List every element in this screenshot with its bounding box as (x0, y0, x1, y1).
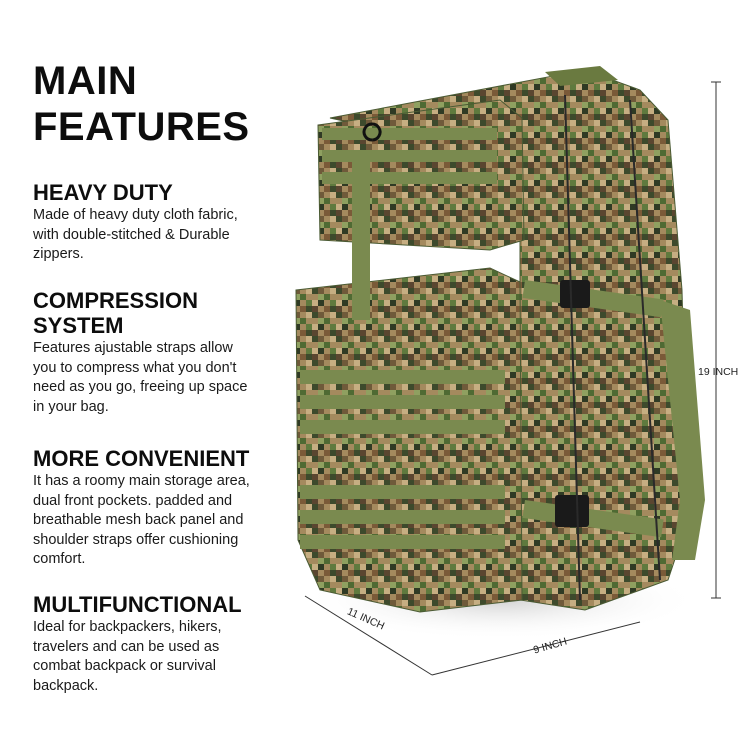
height-dimension-label: 19 INCH (698, 366, 739, 378)
feature-line: Features ajustable straps allow (33, 340, 233, 356)
feature-line: breathable mesh back panel and (33, 512, 244, 528)
zipper-line (564, 94, 581, 601)
feature-line: backpack. (33, 677, 99, 694)
front-molle-strap (300, 510, 505, 524)
feature-heavy-duty: HEAVY DUTY Made of heavy duty cloth fabr… (33, 180, 333, 265)
feature-line: in your bag. (33, 398, 109, 415)
feature-heading: HEAVY DUTY (33, 180, 173, 205)
feature-heading: MULTIFUNCTIONAL (33, 592, 242, 617)
feature-line: combat backpack or survival (33, 658, 216, 674)
front-molle-strap (300, 420, 505, 434)
d-ring-icon (362, 122, 382, 142)
feature-line: need as you go, freeing up space (33, 379, 248, 395)
feature-multifunctional: MULTIFUNCTIONAL Ideal for backpackers, h… (33, 592, 333, 696)
title-line-2: FEATURES (33, 105, 250, 149)
carry-handle (545, 66, 618, 86)
zipper-line (629, 99, 661, 581)
feature-line: comfort. (33, 551, 86, 567)
title-line-1: MAIN (33, 59, 138, 103)
feature-heading-line: COMPRESSION (33, 288, 199, 313)
feature-line: shoulder straps offer cushioning (33, 531, 239, 548)
feature-compression-system: COMPRESSION SYSTEM Features ajustable st… (33, 288, 333, 417)
feature-description: Made of heavy duty cloth fabric, with do… (33, 206, 333, 265)
feature-line: you to compress what you don't (33, 359, 237, 376)
front-molle-strap (300, 370, 505, 384)
compression-strap (352, 150, 370, 320)
page-title: MAIN FEATURES (33, 58, 333, 150)
feature-line: travelers and can be used as (33, 638, 220, 655)
feature-heading-line: SYSTEM (33, 313, 124, 338)
feature-line: zippers. (33, 246, 84, 262)
front-molle-strap (300, 395, 505, 409)
width-dimension-line (431, 621, 641, 676)
feature-line: with double-stitched & Durable (33, 226, 230, 243)
feature-description: Features ajustable straps allow you to c… (33, 339, 333, 417)
side-compression-strap (522, 280, 664, 318)
top-molle-strap (322, 150, 497, 162)
feature-line: dual front pockets. padded and (33, 492, 233, 509)
depth-dimension-line (304, 595, 433, 676)
buckle-icon (560, 280, 590, 308)
feature-heading: MORE CONVENIENT (33, 446, 250, 471)
feature-line: Ideal for backpackers, hikers, (33, 619, 222, 635)
feature-line: It has a roomy main storage area, (33, 473, 250, 489)
feature-description: It has a roomy main storage area, dual f… (33, 472, 333, 570)
feature-heading: COMPRESSION SYSTEM (33, 288, 333, 338)
top-molle-strap (322, 172, 497, 184)
title-block: MAIN FEATURES (33, 58, 333, 150)
front-molle-strap (300, 535, 505, 549)
shoulder-strap (660, 300, 705, 560)
buckle-icon (555, 495, 589, 527)
feature-description: Ideal for backpackers, hikers, travelers… (33, 618, 333, 696)
top-molle-strap (322, 128, 497, 140)
front-molle-strap (300, 485, 505, 499)
feature-line: Made of heavy duty cloth fabric, (33, 207, 238, 223)
feature-more-convenient: MORE CONVENIENT It has a roomy main stor… (33, 446, 333, 570)
